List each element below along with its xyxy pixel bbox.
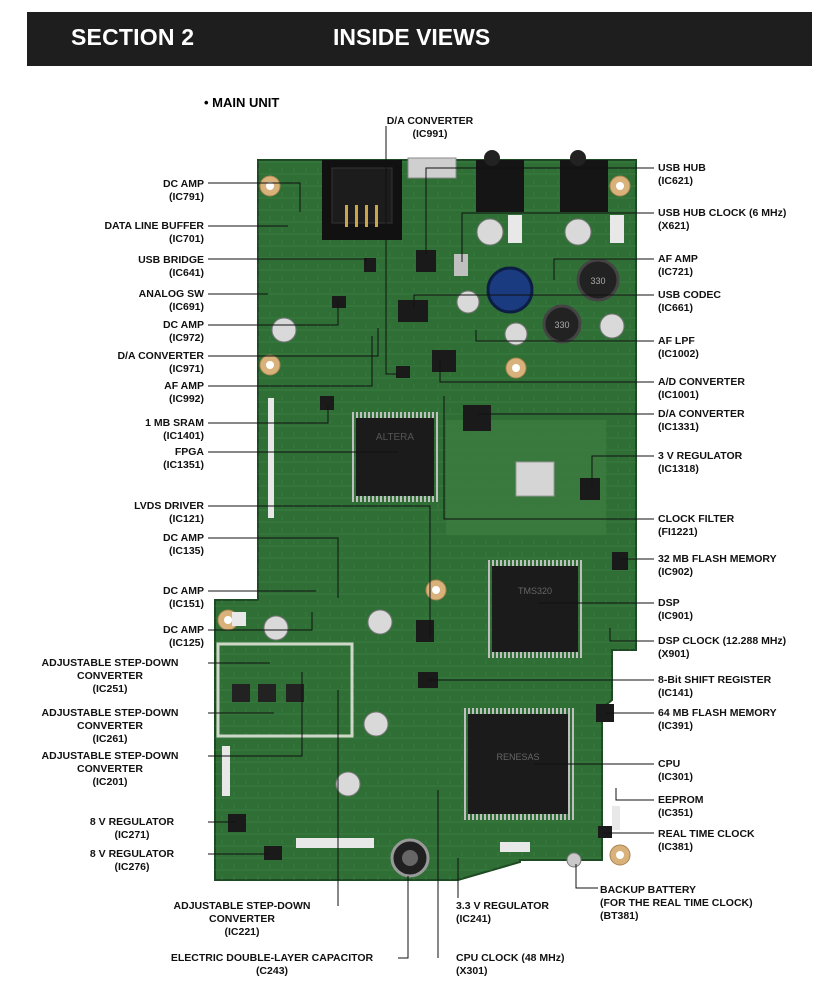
connector <box>612 806 620 830</box>
label-8v-regulator-ic276: 8 V REGULATOR(IC276) <box>89 848 175 873</box>
capacitor <box>476 218 504 246</box>
connector <box>232 612 246 626</box>
ic <box>596 704 614 722</box>
ic <box>598 826 612 838</box>
label-fpga: FPGA(IC1351) <box>163 446 204 471</box>
label-sram: 1 MB SRAM(IC1401) <box>145 417 204 442</box>
label-da-converter-ic971: D/A CONVERTER(IC971) <box>117 350 204 375</box>
label-af-amp-ic721: AF AMP(IC721) <box>658 253 698 278</box>
label-8v-regulator-ic271: 8 V REGULATOR(IC271) <box>89 816 175 841</box>
inductor <box>232 684 250 702</box>
leader-lines <box>208 126 654 959</box>
capacitor <box>335 771 361 797</box>
label-dsp: DSP(IC901) <box>658 597 694 622</box>
unit-title: • MAIN UNIT <box>204 95 280 110</box>
capacitor <box>367 609 393 635</box>
capacitor <box>599 313 625 339</box>
label-shift-register: 8-Bit SHIFT REGISTER(IC141) <box>658 674 772 699</box>
label-da-converter-ic991: D/A CONVERTER(IC991) <box>386 115 474 140</box>
inductor <box>286 684 304 702</box>
label-da-converter-ic1331: D/A CONVERTER(IC1331) <box>658 408 745 433</box>
connector <box>268 398 274 518</box>
capacitor <box>271 317 297 343</box>
label-dc-amp-ic791: DC AMP(IC791) <box>162 178 204 203</box>
label-af-lpf: AF LPF(IC1002) <box>658 335 699 360</box>
label-usb-hub: USB HUB(IC621) <box>658 162 706 187</box>
label-dsp-clock: DSP CLOCK (12.288 MHz)(X901) <box>658 635 787 660</box>
label-dc-amp-ic972: DC AMP(IC972) <box>162 319 204 344</box>
inductor <box>486 266 534 314</box>
ic <box>320 396 334 410</box>
heatsink <box>515 461 555 497</box>
capacitor <box>456 290 480 314</box>
label-real-time-clock: REAL TIME CLOCK(IC381) <box>658 828 755 853</box>
label-data-line-buffer: DATA LINE BUFFER(IC701) <box>104 220 204 245</box>
label-lvds-driver: LVDS DRIVER(IC121) <box>134 500 204 525</box>
label-analog-sw: ANALOG SW(IC691) <box>138 288 204 313</box>
connector <box>500 842 530 852</box>
ic <box>228 814 246 832</box>
audio-jack <box>560 160 608 212</box>
label-usb-codec: USB CODEC(IC661) <box>658 289 722 314</box>
label-clock-filter: CLOCK FILTER(FI1221) <box>658 513 735 538</box>
chip-mark: TMS320 <box>518 586 552 596</box>
capacitor <box>564 218 592 246</box>
section-title: INSIDE VIEWS <box>333 24 491 50</box>
ic <box>396 366 410 378</box>
ic <box>364 258 376 272</box>
section-header: SECTION 2 INSIDE VIEWS <box>27 12 812 66</box>
chip-mark: ALTERA <box>376 432 414 443</box>
label-double-layer-capacitor: ELECTRIC DOUBLE-LAYER CAPACITOR(C243) <box>170 952 374 977</box>
inductor <box>576 258 620 302</box>
label-cpu-clock: CPU CLOCK (48 MHz)(X301) <box>456 952 565 977</box>
label-32mb-flash: 32 MB FLASH MEMORY(IC902) <box>658 553 777 578</box>
label-3v-regulator: 3 V REGULATOR(IC1318) <box>658 450 743 475</box>
crystal <box>454 254 468 276</box>
inductor <box>258 684 276 702</box>
label-cpu: CPU(IC301) <box>658 758 694 783</box>
ic <box>432 350 456 372</box>
ic <box>612 552 628 570</box>
capacitor <box>504 322 528 346</box>
ic <box>463 405 491 431</box>
ic <box>580 478 600 500</box>
dsp-chip <box>492 566 578 652</box>
label-ad-converter: A/D CONVERTER(IC1001) <box>658 376 745 401</box>
backup-battery <box>566 852 582 868</box>
connector <box>508 215 522 243</box>
ic <box>398 300 428 322</box>
capacitor <box>263 615 289 641</box>
label-64mb-flash: 64 MB FLASH MEMORY(IC391) <box>658 707 777 732</box>
audio-jack <box>476 160 524 212</box>
label-af-amp-ic992: AF AMP(IC992) <box>164 380 204 405</box>
inductor <box>542 304 582 344</box>
label-backup-battery: BACKUP BATTERY(FOR THE REAL TIME CLOCK)(… <box>600 884 753 922</box>
label-dc-amp-ic125: DC AMP(IC125) <box>162 624 204 649</box>
section-number: SECTION 2 <box>71 24 195 50</box>
chip-mark: 330 <box>554 320 569 330</box>
fpga-chip <box>356 418 434 496</box>
chip-mark: 330 <box>590 276 605 286</box>
capacitor <box>363 711 389 737</box>
power-frame <box>216 642 354 738</box>
ic <box>332 296 346 308</box>
ic <box>416 250 436 272</box>
label-eeprom: EEPROM(IC351) <box>658 794 704 819</box>
label-dc-amp-ic135: DC AMP(IC135) <box>162 532 204 557</box>
label-usb-bridge: USB BRIDGE(IC641) <box>138 254 204 279</box>
connector <box>610 215 624 243</box>
label-usb-hub-clock: USB HUB CLOCK (6 MHz)(X621) <box>658 207 787 232</box>
connector <box>296 838 374 848</box>
ic <box>416 620 434 642</box>
label-dc-amp-ic151: DC AMP(IC151) <box>162 585 204 610</box>
chip-mark: RENESAS <box>496 752 539 762</box>
ic <box>264 846 282 860</box>
label-3-3v-regulator: 3.3 V REGULATOR(IC241) <box>456 900 549 925</box>
connector <box>222 746 230 796</box>
